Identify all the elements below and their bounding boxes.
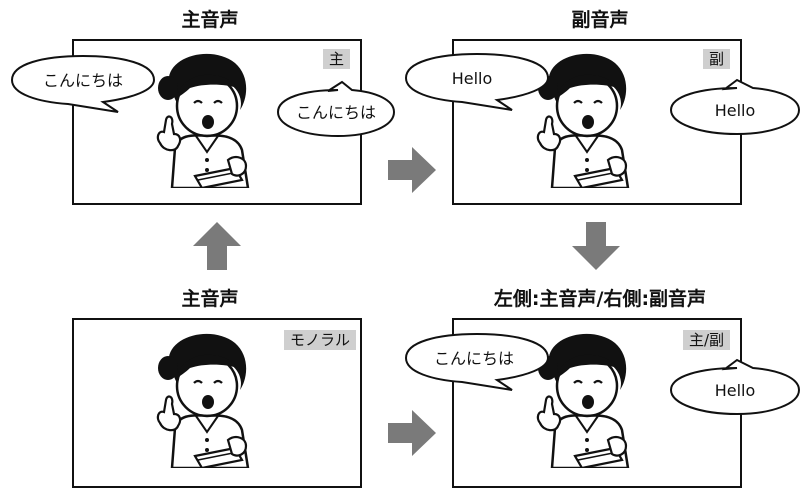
speech-bubble-text: Hello: [715, 101, 756, 120]
speech-bubble-text: こんにちは: [296, 103, 376, 122]
arrow-right-icon: [388, 147, 436, 193]
arrow-up-icon: [193, 222, 241, 270]
woman-speaker-illustration: [150, 328, 260, 468]
speech-bubble: こんにちは: [10, 54, 156, 113]
panel-title-mono: 主音声: [181, 288, 239, 310]
audio-mode-badge: モノラル: [283, 330, 356, 350]
speech-bubble: Hello: [669, 358, 801, 416]
speech-bubble: Hello: [404, 52, 550, 111]
speech-bubble-text: こんにちは: [434, 349, 514, 368]
speech-bubble-text: Hello: [715, 381, 756, 400]
speech-bubble-text: Hello: [452, 69, 493, 88]
panel-title-main-audio: 主音声: [181, 9, 239, 31]
woman-speaker-illustration: [150, 48, 260, 188]
audio-mode-badge: 副: [702, 49, 730, 69]
audio-mode-badge: 主: [322, 49, 350, 69]
speech-bubble-text: こんにちは: [43, 71, 123, 90]
speech-bubble: こんにちは: [404, 332, 550, 391]
arrow-down-icon: [572, 222, 620, 270]
speech-bubble: こんにちは: [276, 80, 396, 138]
panel-title-stereo: 左側:主音声/右側:副音声: [493, 288, 707, 310]
audio-mode-badge: 主/副: [682, 330, 730, 350]
panel-title-sub-audio: 副音声: [571, 9, 629, 31]
speech-bubble: Hello: [669, 78, 801, 136]
arrow-right-icon: [388, 410, 436, 456]
